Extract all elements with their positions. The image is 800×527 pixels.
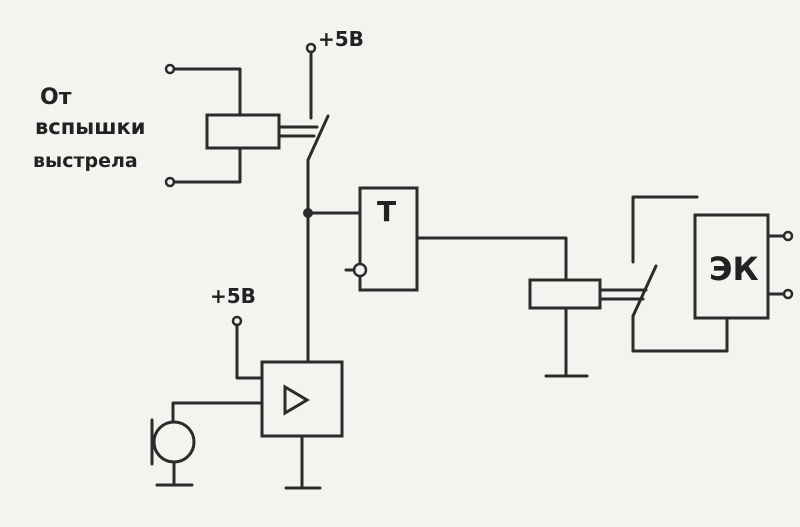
wire-input-bottom: [172, 146, 242, 184]
amplifier-triangle-icon: [283, 384, 310, 416]
label-source-line1: От: [40, 85, 72, 110]
wire-mic-to-amp: [171, 401, 264, 424]
label-supply-top: +5В: [318, 27, 364, 51]
wire-input-top: [172, 67, 242, 117]
label-camera: ЭК: [709, 250, 759, 288]
label-trigger: Т: [377, 195, 396, 228]
wire-supply-amp: [235, 323, 264, 380]
camera-terminal-top: [782, 230, 794, 242]
wire-camera-top-loop: [631, 195, 699, 264]
label-source-line2: вспышки: [35, 115, 146, 139]
input-relay-contact: [306, 114, 330, 162]
input-terminals: [164, 63, 242, 188]
output-relay-coil: [528, 278, 602, 310]
amplifier-block: [260, 360, 344, 438]
label-supply-amp: +5В: [210, 284, 256, 308]
output-relay-contact: [631, 264, 658, 318]
wire-trigger-to-relay: [415, 236, 568, 282]
camera-terminal-bottom: [782, 288, 794, 300]
microphone-icon: [152, 420, 196, 464]
wire-camera-bottom-loop: [631, 314, 729, 353]
camera-block: [693, 213, 770, 320]
input-relay-coil: [205, 113, 281, 150]
trigger-inverted-input: [352, 262, 368, 278]
label-source-line3: выстрела: [33, 150, 138, 172]
